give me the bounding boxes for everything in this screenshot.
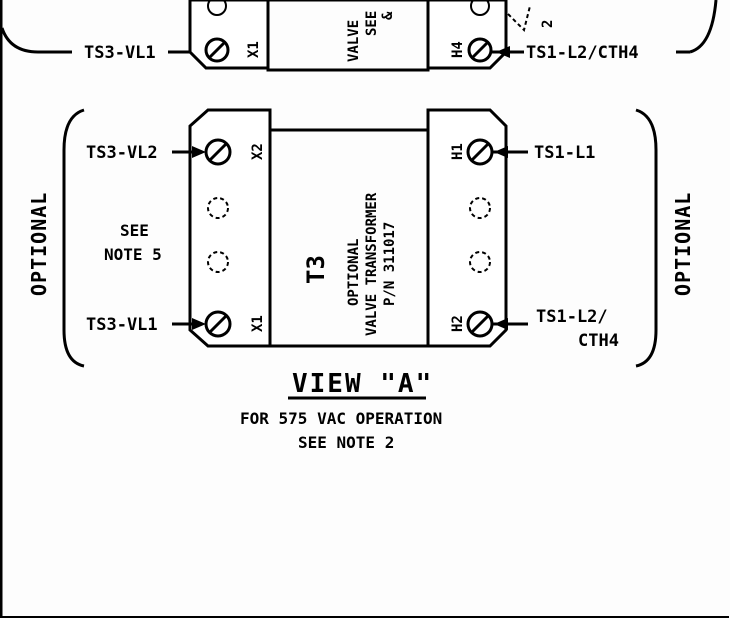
top-h4-screw-icon (467, 37, 493, 63)
unused-screw-icon (207, 197, 229, 219)
unused-screw-icon (207, 251, 229, 273)
top-screw-partial-icon (207, 0, 227, 16)
top-right-terminal-block (426, 0, 508, 70)
top-screw-partial-2-icon (470, 0, 490, 16)
top-dashed-pointer (507, 5, 531, 32)
ts3-vl1-arrow-icon (192, 318, 206, 330)
ts1-l2-wire-label-2: CTH4 (578, 331, 619, 351)
left-optional-label: OPTIONAL (27, 192, 51, 296)
top-center-text-2: SEE (364, 11, 380, 36)
right-optional-label: OPTIONAL (671, 192, 695, 296)
top-right-bracket (689, 0, 718, 54)
top-x1-screw-icon (204, 37, 230, 63)
transformer-text-3: P/N 311017 (382, 222, 398, 306)
caption-line-2: SEE NOTE 2 (298, 433, 394, 452)
transformer-text-1: OPTIONAL (346, 239, 362, 306)
top-right-arrow-icon (496, 46, 510, 58)
ts1-l2-wire-label-1: TS1-L2/ (536, 307, 608, 327)
transformer-text-2: VALVE TRANSFORMER (364, 192, 380, 336)
right-optional-bracket (635, 108, 658, 368)
top-h4-terminal-label: H4 (450, 41, 466, 58)
ts3-vl1-wire-label: TS3-VL1 (86, 315, 158, 335)
h1-terminal-label: H1 (450, 143, 466, 160)
unused-screw-icon (469, 197, 491, 219)
left-terminal-block (188, 108, 272, 348)
ts1-l1-arrow-icon (494, 146, 508, 158)
note-line-2: NOTE 5 (104, 245, 162, 264)
view-title: VIEW "A" (292, 369, 433, 399)
top-left-terminal-block (188, 0, 270, 70)
unused-screw-icon (469, 251, 491, 273)
top-marker-number: 2 (540, 20, 556, 28)
right-terminal-block (426, 108, 508, 348)
x1-terminal-label: X1 (250, 315, 266, 332)
transformer-body (268, 128, 430, 348)
top-right-wire-label: TS1-L2/CTH4 (526, 43, 639, 63)
top-left-wire-label: TS3-VL1 (84, 43, 156, 63)
caption-line-1: FOR 575 VAC OPERATION (240, 409, 442, 428)
x2-terminal-label: X2 (250, 143, 266, 160)
top-center-text-1: VALVE (346, 20, 362, 62)
top-left-bracket (0, 27, 39, 54)
transformer-id: T3 (302, 255, 330, 284)
ts1-l2-arrow-icon (494, 318, 508, 330)
h2-terminal-label: H2 (450, 315, 466, 332)
note-line-1: SEE (120, 221, 149, 240)
ts1-l1-wire-label: TS1-L1 (534, 143, 595, 163)
top-center-text-3: & (380, 11, 396, 20)
top-x1-terminal-label: X1 (246, 41, 262, 58)
left-optional-bracket (62, 108, 85, 368)
ts3-vl2-wire-label: TS3-VL2 (86, 143, 158, 163)
ts3-vl2-arrow-icon (192, 146, 206, 158)
